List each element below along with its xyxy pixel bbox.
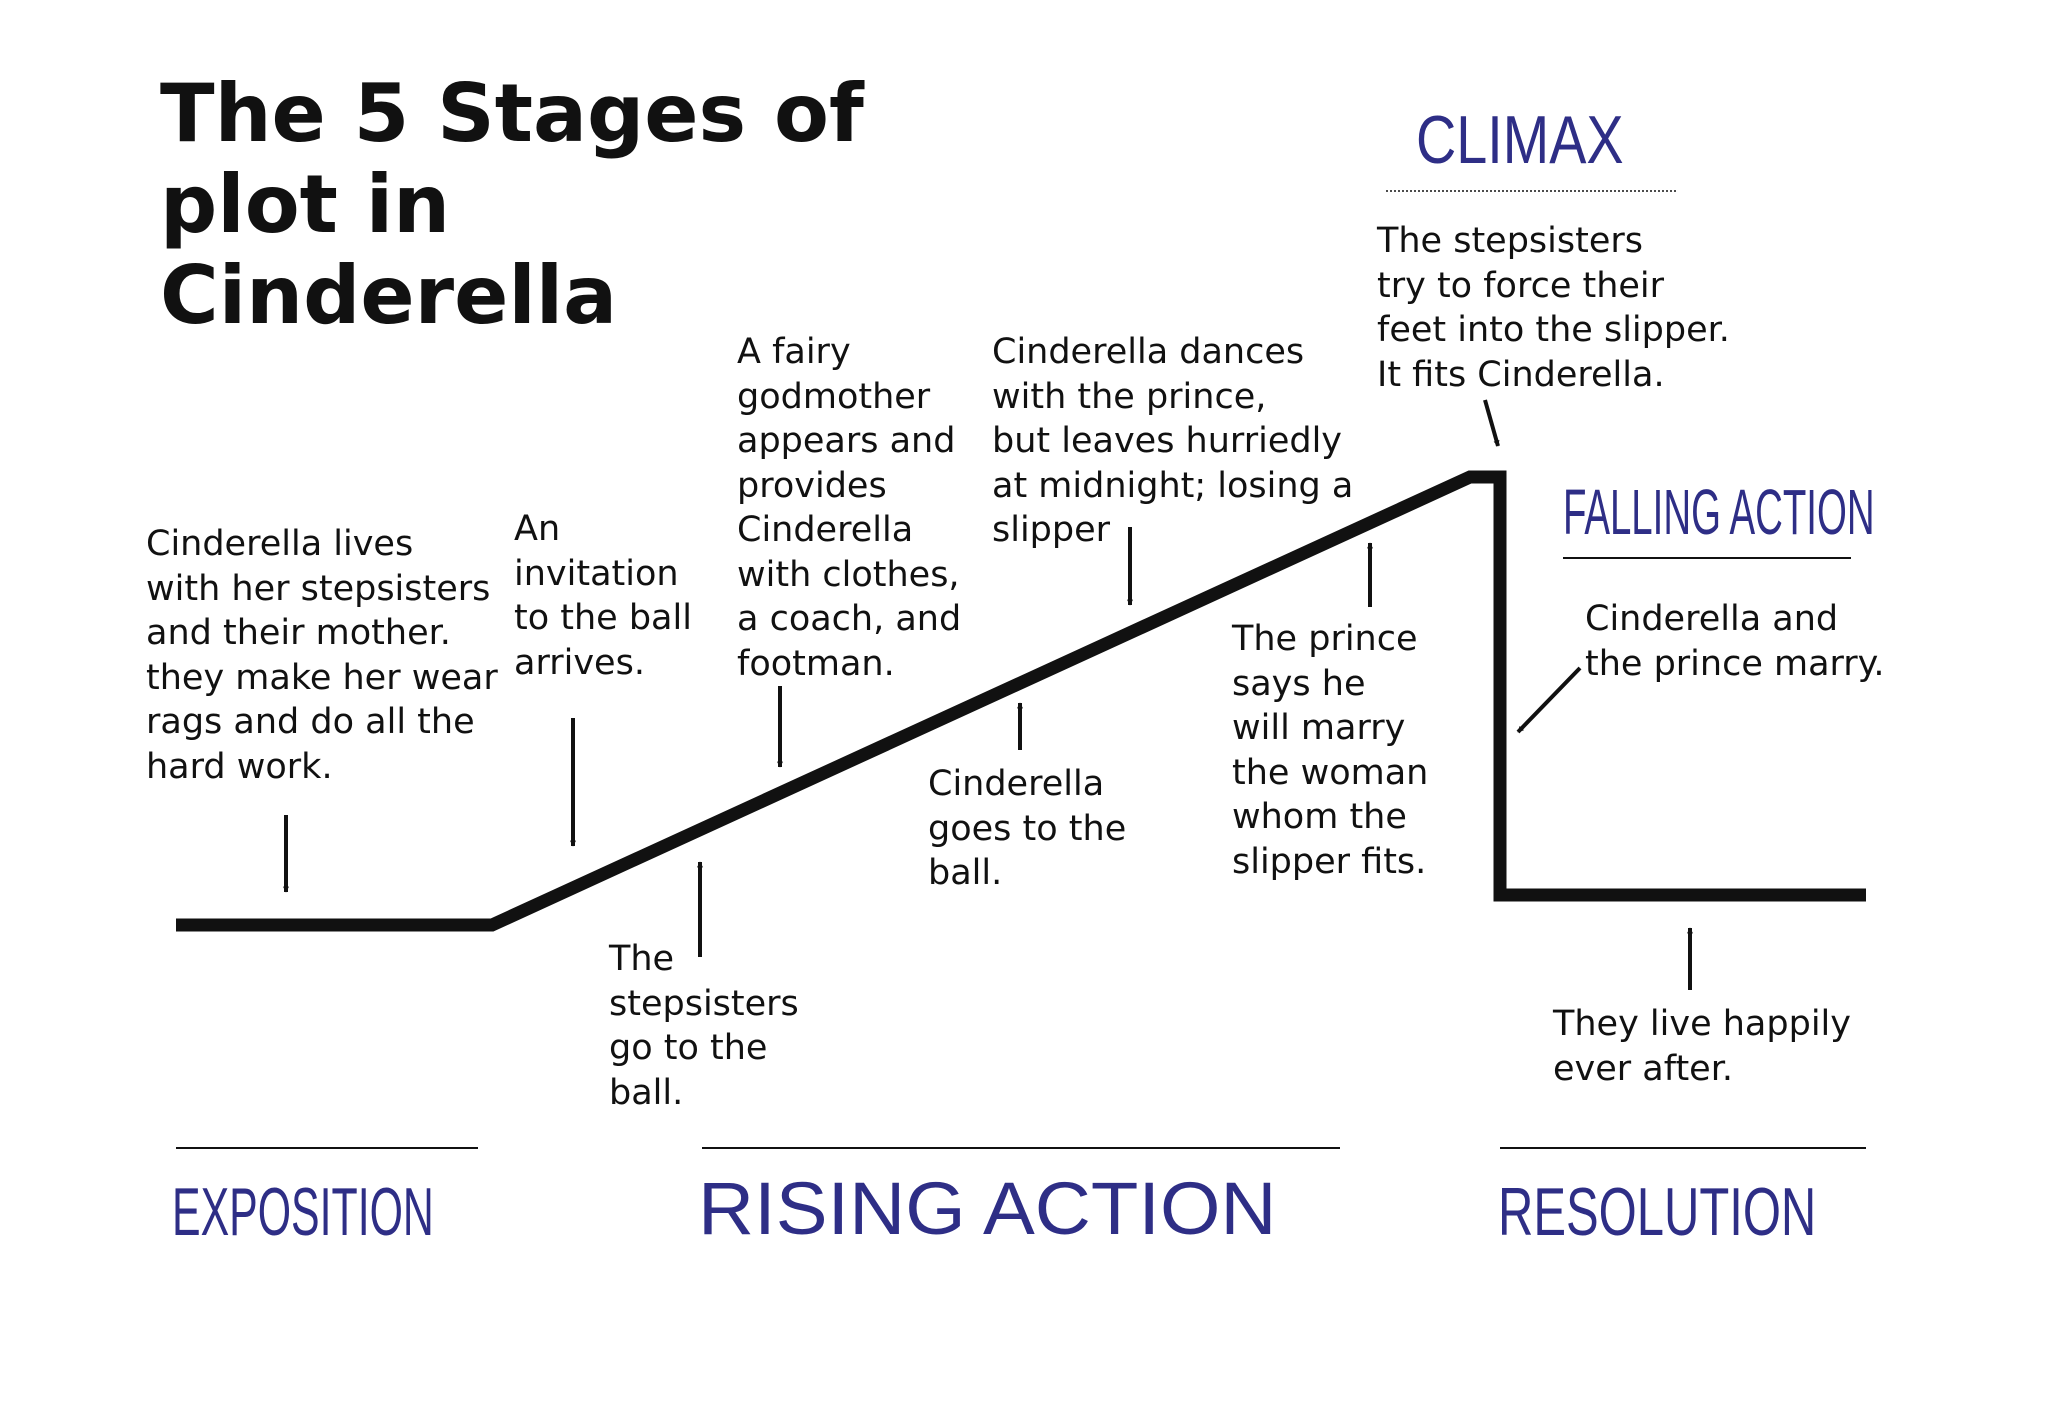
note-line: and their mother. [146, 613, 451, 653]
note-line: An [514, 509, 561, 549]
invitation-note: An invitation to the ball arrives. [514, 507, 692, 685]
note-line: Cinderella [928, 764, 1105, 804]
falling-arrow [1516, 666, 1582, 734]
note-line: They live happily [1553, 1004, 1851, 1044]
note-line: a coach, and [737, 599, 962, 639]
stage-label-resolution: RESOLUTION [1498, 1174, 1817, 1250]
prince-says-note: The prince says he will marry the woman … [1232, 617, 1428, 884]
fairy-godmother-note: A fairy godmother appears and provides C… [737, 330, 961, 686]
note-line: but leaves hurriedly [992, 421, 1342, 461]
climax-note: The stepsisters try to force their feet … [1377, 219, 1730, 397]
note-line: with clothes, [737, 554, 960, 595]
note-line: they make her wear [146, 657, 498, 698]
note-line: rags and do all the [146, 702, 475, 742]
dances-note: Cinderella dances with the prince, but l… [992, 330, 1353, 553]
stage-label-falling-action: FALLING ACTION [1563, 476, 1875, 548]
note-line: hard work. [146, 746, 333, 787]
note-line: ball. [609, 1072, 684, 1113]
note-line: Cinderella lives [146, 524, 414, 564]
note-line: slipper fits. [1232, 841, 1427, 882]
note-line: godmother [737, 376, 931, 417]
note-line: The [609, 939, 675, 979]
stage-label-climax: CLIMAX [1416, 102, 1624, 178]
note-line: at midnight; losing a [992, 465, 1354, 506]
note-line: Cinderella [737, 510, 914, 550]
stage-label-exposition: EXPOSITION [172, 1174, 434, 1250]
exposition-note: Cinderella lives with her stepsisters an… [146, 522, 498, 789]
note-line: whom the [1232, 797, 1407, 837]
note-line: It fits Cinderella. [1377, 354, 1665, 395]
note-line: says he [1232, 663, 1366, 704]
note-line: with her stepsisters [146, 568, 491, 609]
note-line: slipper [992, 510, 1111, 550]
note-line: footman. [737, 643, 895, 684]
falling-note: Cinderella and the prince marry. [1585, 597, 1885, 686]
note-line: The prince [1232, 619, 1418, 659]
note-line: Cinderella and [1585, 599, 1839, 639]
stepsisters-go-note: The stepsisters go to the ball. [609, 937, 799, 1115]
note-line: try to force their [1377, 265, 1665, 306]
note-line: ball. [928, 853, 1003, 893]
cinderella-goes-note: Cinderella goes to the ball. [928, 762, 1126, 896]
note-line: Cinderella dances [992, 332, 1305, 372]
note-line: appears and [737, 421, 956, 461]
note-line: provides [737, 465, 887, 506]
note-line: go to the [609, 1028, 768, 1068]
note-line: the prince marry. [1585, 643, 1885, 684]
note-line: to the ball [514, 598, 692, 638]
note-line: the woman [1232, 752, 1429, 793]
plot-line [176, 470, 1866, 932]
note-line: feet into the slipper. [1377, 310, 1730, 350]
resolution-note: They live happily ever after. [1553, 1002, 1851, 1091]
note-line: ever after. [1553, 1048, 1734, 1089]
note-line: arrives. [514, 642, 645, 683]
climax-arrow [1483, 399, 1500, 447]
note-line: with the prince, [992, 376, 1267, 417]
title-line: The 5 Stages of [160, 67, 864, 160]
title-line: plot in [160, 158, 451, 251]
note-line: goes to the [928, 808, 1127, 849]
stage-label-rising-action: RISING ACTION [698, 1167, 1277, 1250]
title-line: Cinderella [160, 249, 618, 342]
page-title: The 5 Stages of plot in Cinderella [160, 68, 864, 341]
note-line: will marry [1232, 708, 1406, 748]
note-line: The stepsisters [1377, 221, 1644, 261]
note-line: stepsisters [609, 983, 799, 1024]
note-line: invitation [514, 553, 679, 594]
note-line: A fairy [737, 332, 851, 372]
